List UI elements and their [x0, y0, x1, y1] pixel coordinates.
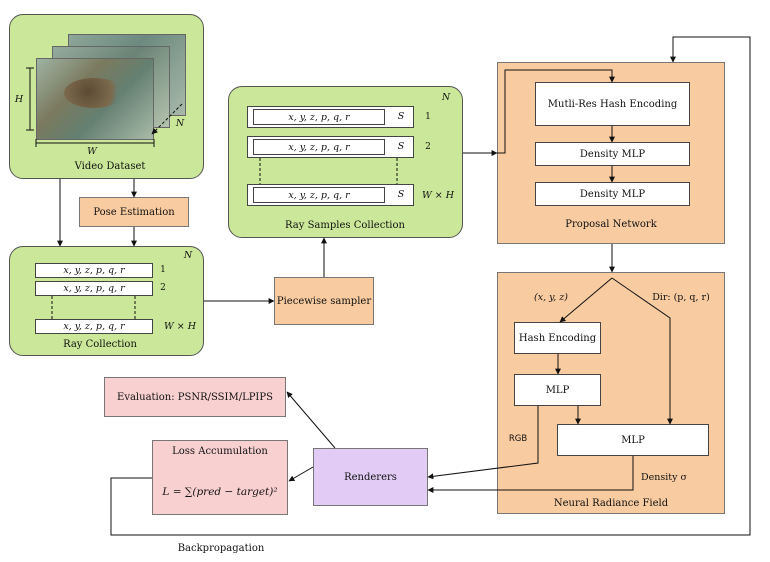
evaluation-box: Evaluation: PSNR/SSIM/LPIPS — [104, 377, 286, 417]
proposal-density-mlp-1: Density MLP — [535, 142, 690, 166]
ray-samples-row-last-s: S — [397, 189, 405, 200]
nerf-density-label: Density σ — [641, 472, 687, 483]
ray-collection-index-last: W × H — [163, 321, 197, 332]
ray-samples-row-2-text: x, y, z, p, q, r — [253, 139, 385, 155]
nerf-caption: Neural Radiance Field — [553, 498, 669, 509]
nerf-rgb-label: RGB — [508, 434, 528, 444]
video-dataset-caption: Video Dataset — [74, 161, 146, 172]
nerf-mlp-2: MLP — [557, 424, 709, 456]
ray-samples-index-2: 2 — [425, 142, 431, 152]
ray-collection-n-label: N — [183, 250, 193, 261]
ray-collection-caption: Ray Collection — [63, 339, 137, 350]
loss-formula: L = ∑(pred − target)² — [162, 486, 278, 498]
pose-estimation-box: Pose Estimation — [79, 197, 189, 227]
loss-title: Loss Accumulation — [172, 446, 268, 457]
ray-samples-row-1-text: x, y, z, p, q, r — [253, 109, 385, 125]
ray-collection-index-1: 1 — [160, 265, 166, 275]
ray-collection-index-2: 2 — [160, 283, 166, 293]
proposal-density-mlp-2: Density MLP — [535, 182, 690, 206]
ray-samples-index-last: W × H — [421, 190, 455, 201]
dim-w-label: W — [87, 146, 97, 157]
ray-samples-index-1: 1 — [425, 112, 431, 122]
proposal-network-caption: Proposal Network — [565, 219, 657, 230]
ray-samples-row-2-s: S — [397, 141, 405, 152]
ray-samples-row-1-s: S — [397, 111, 405, 122]
nerf-mlp-1: MLP — [514, 374, 601, 406]
dim-h-label: H — [14, 94, 24, 105]
video-frame-subject — [64, 78, 124, 108]
nerf-dir-label: Dir: (p, q, r) — [652, 292, 710, 303]
nerf-hash-encoding: Hash Encoding — [514, 322, 601, 354]
ray-collection-row-last: x, y, z, p, q, r — [35, 319, 153, 334]
nerf-xyz-label: (x, y, z) — [534, 292, 568, 303]
dim-n-label: N — [175, 118, 185, 129]
piecewise-sampler-box: Piecewise sampler — [274, 277, 374, 325]
ray-collection-row-2: x, y, z, p, q, r — [35, 281, 153, 296]
ray-samples-n-label: N — [441, 92, 451, 103]
renderers-box: Renderers — [313, 448, 428, 506]
ray-samples-row-last-text: x, y, z, p, q, r — [253, 187, 385, 203]
ray-samples-caption: Ray Samples Collection — [285, 220, 405, 231]
proposal-hash-encoding: Mutli-Res Hash Encoding — [535, 82, 690, 126]
backpropagation-label: Backpropagation — [177, 543, 265, 554]
ray-collection-row-1: x, y, z, p, q, r — [35, 263, 153, 278]
